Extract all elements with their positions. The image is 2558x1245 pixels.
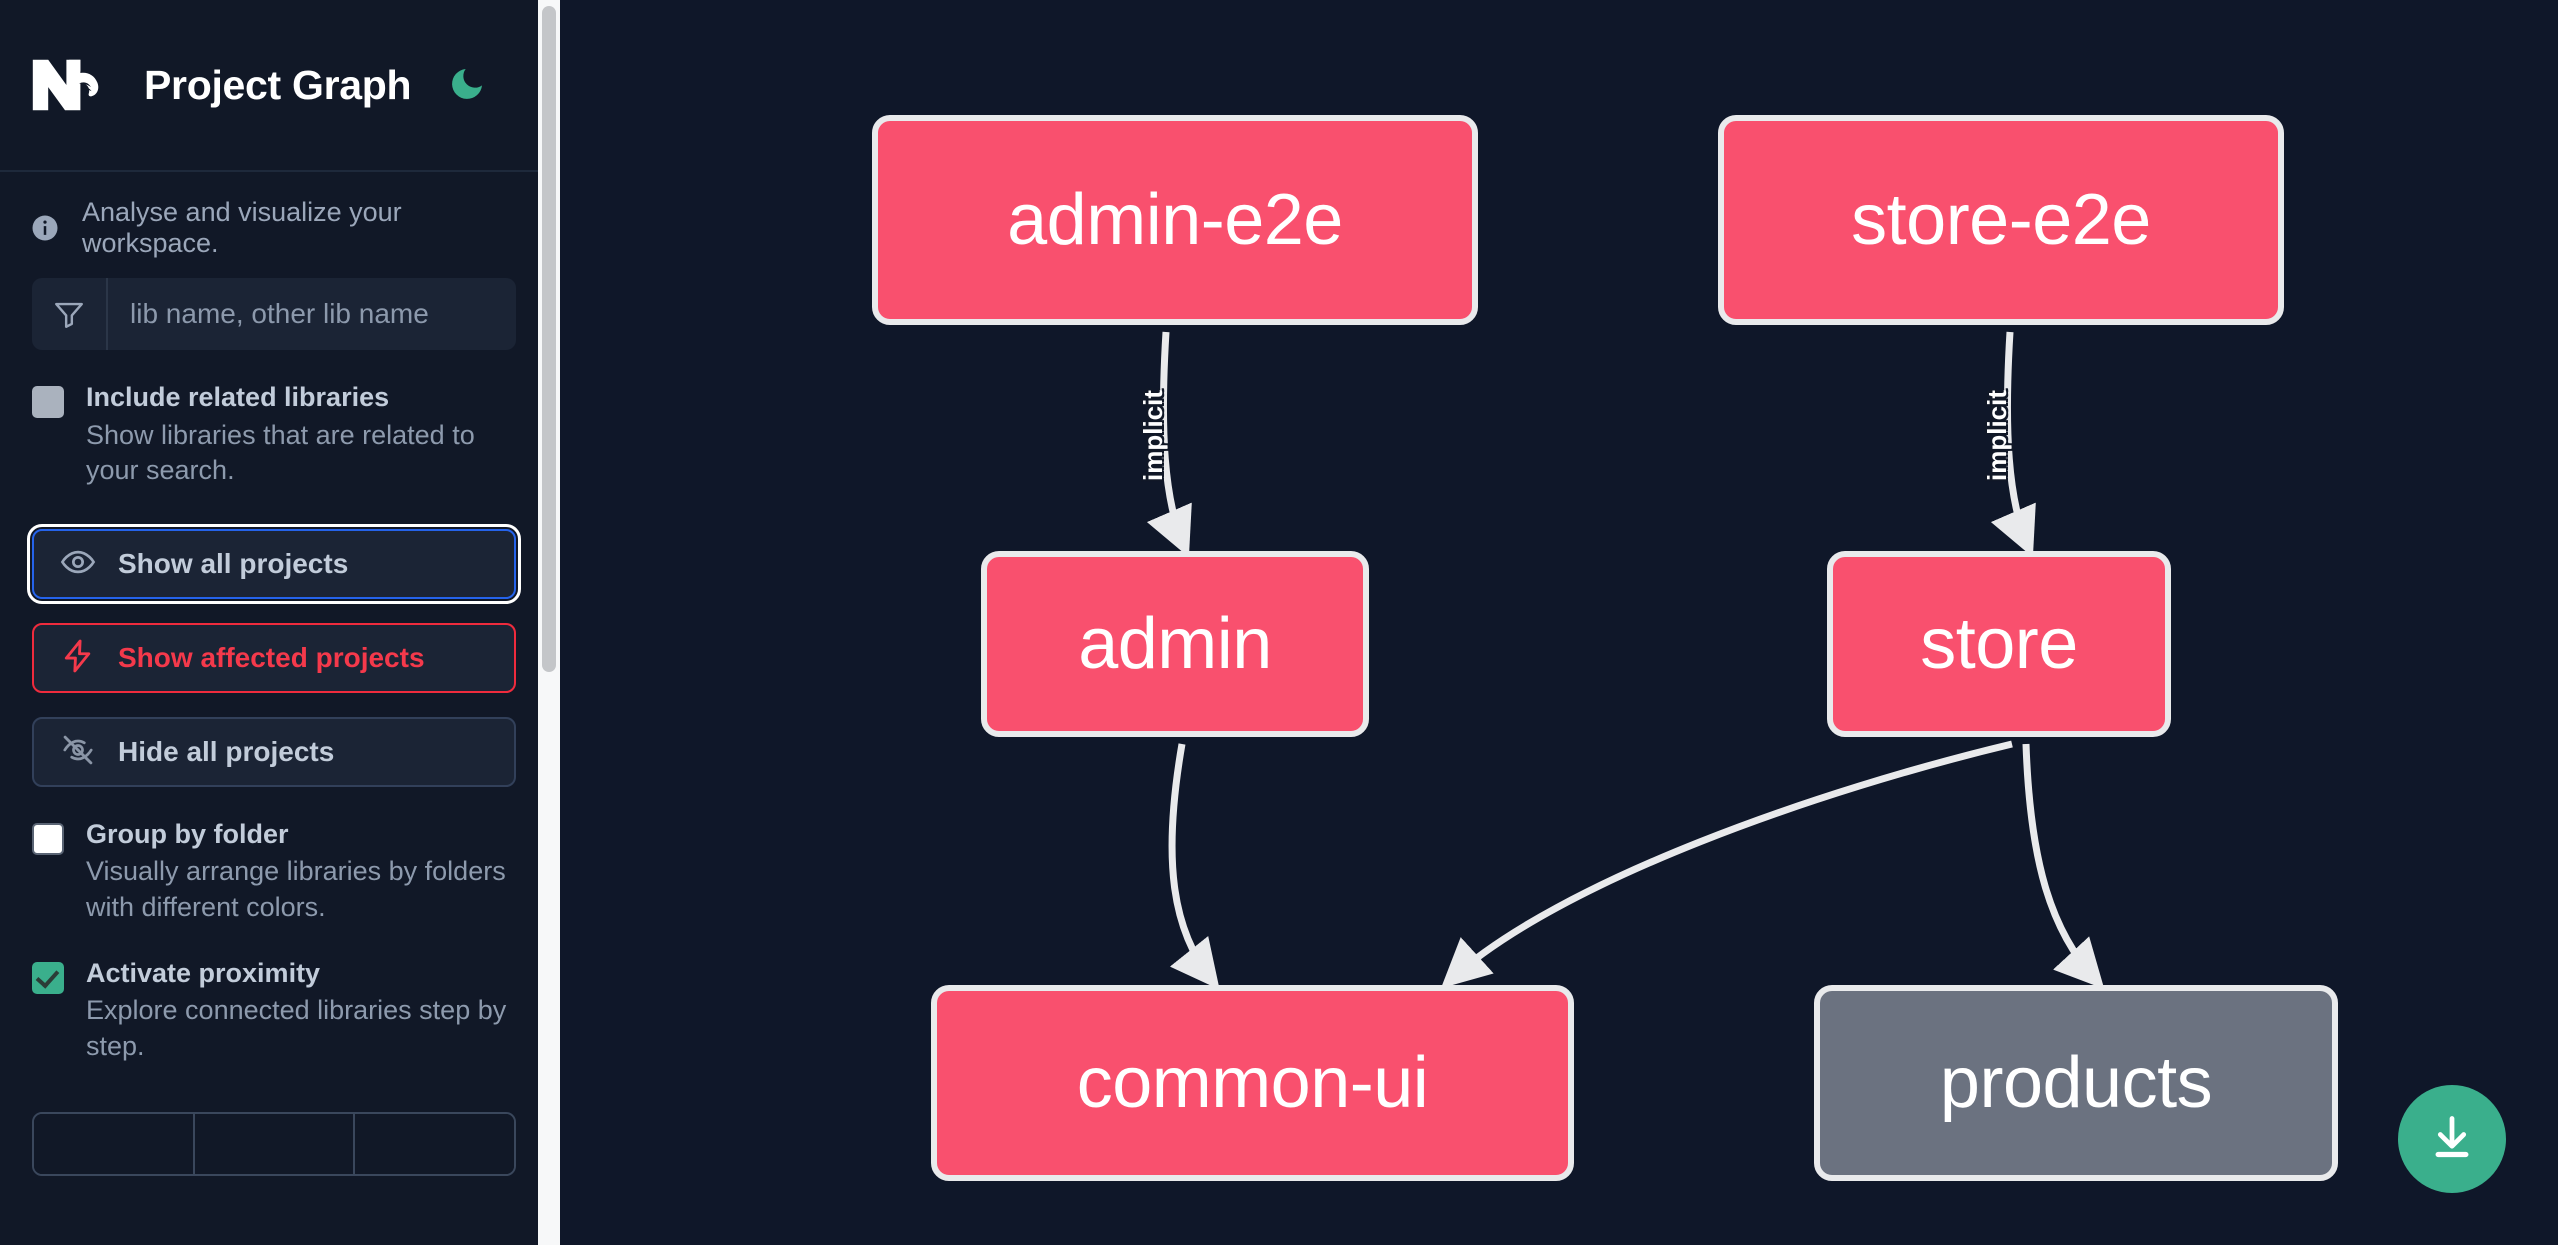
proximity-segment-2[interactable] — [194, 1114, 356, 1175]
graph-canvas[interactable]: admin-e2e store-e2e admin store common-u… — [560, 0, 2558, 1245]
theme-toggle-button[interactable] — [441, 59, 493, 111]
proximity-segmented-control[interactable] — [32, 1112, 516, 1177]
node-label: admin-e2e — [1007, 180, 1343, 260]
option-text-block: Group by folder Visually arrange librari… — [86, 817, 516, 926]
eye-icon — [60, 544, 96, 583]
button-label: Show affected projects — [118, 641, 425, 673]
project-visibility-buttons: Show all projects Show affected projects — [0, 523, 548, 787]
option-description: Explore connected libraries step by step… — [86, 995, 507, 1061]
lightning-bolt-icon — [60, 638, 96, 677]
option-description: Show libraries that are related to your … — [86, 419, 475, 486]
node-label: products — [1939, 1043, 2213, 1123]
moon-icon — [447, 64, 487, 107]
sidebar: Project Graph — [0, 0, 560, 1245]
option-label: Group by folder — [86, 818, 289, 849]
option-activate-proximity[interactable]: Activate proximity Explore connected lib… — [0, 956, 548, 1065]
edge-store-to-products — [2022, 743, 2105, 990]
option-text-block: Include related libraries Show libraries… — [86, 380, 516, 489]
download-image-button[interactable] — [2398, 1085, 2506, 1193]
graph-node-store[interactable]: store — [1827, 551, 2171, 737]
hide-all-projects-button[interactable]: Hide all projects — [32, 716, 516, 787]
option-include-related-libraries[interactable]: Include related libraries Show libraries… — [0, 380, 548, 489]
info-circle-icon — [30, 213, 60, 243]
filter-funnel-icon — [32, 278, 108, 350]
button-label: Hide all projects — [118, 735, 335, 767]
group-by-folder-checkbox[interactable] — [32, 822, 64, 855]
option-label: Include related libraries — [86, 382, 390, 412]
node-label: store — [1920, 604, 2078, 684]
edge-admin-e2e-to-admin — [1146, 331, 1192, 558]
filter-section — [0, 278, 548, 350]
edge-store-to-common-ui — [1440, 740, 2013, 989]
sidebar-scrollbar-thumb[interactable] — [542, 6, 556, 672]
activate-proximity-checkbox[interactable] — [32, 961, 64, 994]
graph-node-products[interactable]: products — [1814, 985, 2338, 1181]
graph-node-store-e2e[interactable]: store-e2e — [1718, 115, 2284, 325]
node-label: common-ui — [1076, 1043, 1429, 1123]
download-icon — [2426, 1112, 2478, 1167]
edge-store-e2e-to-store — [1990, 331, 2036, 558]
edge-admin-to-common-ui — [1168, 743, 1220, 990]
include-related-libraries-checkbox[interactable] — [32, 386, 64, 418]
proximity-segment-1[interactable] — [34, 1114, 195, 1175]
sidebar-header: Project Graph — [0, 0, 548, 172]
button-label: Show all projects — [118, 547, 349, 579]
node-label: admin — [1078, 604, 1272, 684]
graph-node-admin[interactable]: admin — [981, 551, 1369, 737]
show-all-projects-button[interactable]: Show all projects — [27, 523, 521, 604]
tagline-row: Analyse and visualize your workspace. — [0, 172, 548, 258]
option-text-block: Activate proximity Explore connected lib… — [86, 956, 516, 1065]
sidebar-scroll-content: Project Graph — [0, 0, 548, 1245]
sidebar-scrollbar-track[interactable] — [538, 0, 560, 1245]
nx-logo-icon — [30, 55, 114, 115]
option-description: Visually arrange libraries by folders wi… — [86, 856, 506, 922]
option-group-by-folder[interactable]: Group by folder Visually arrange librari… — [0, 817, 548, 926]
graph-edges-layer — [1146, 331, 2105, 990]
proximity-segment-3[interactable] — [355, 1114, 514, 1175]
graph-node-common-ui[interactable]: common-ui — [931, 985, 1574, 1181]
option-label: Activate proximity — [86, 957, 321, 988]
eye-off-icon — [60, 732, 96, 771]
search-input[interactable] — [108, 278, 516, 350]
graph-node-admin-e2e[interactable]: admin-e2e — [872, 115, 1478, 325]
search-box[interactable] — [32, 278, 516, 350]
show-affected-projects-button[interactable]: Show affected projects — [32, 622, 516, 693]
app-title: Project Graph — [144, 61, 412, 108]
node-label: store-e2e — [1851, 180, 2151, 260]
tagline-text: Analyse and visualize your workspace. — [82, 197, 402, 258]
